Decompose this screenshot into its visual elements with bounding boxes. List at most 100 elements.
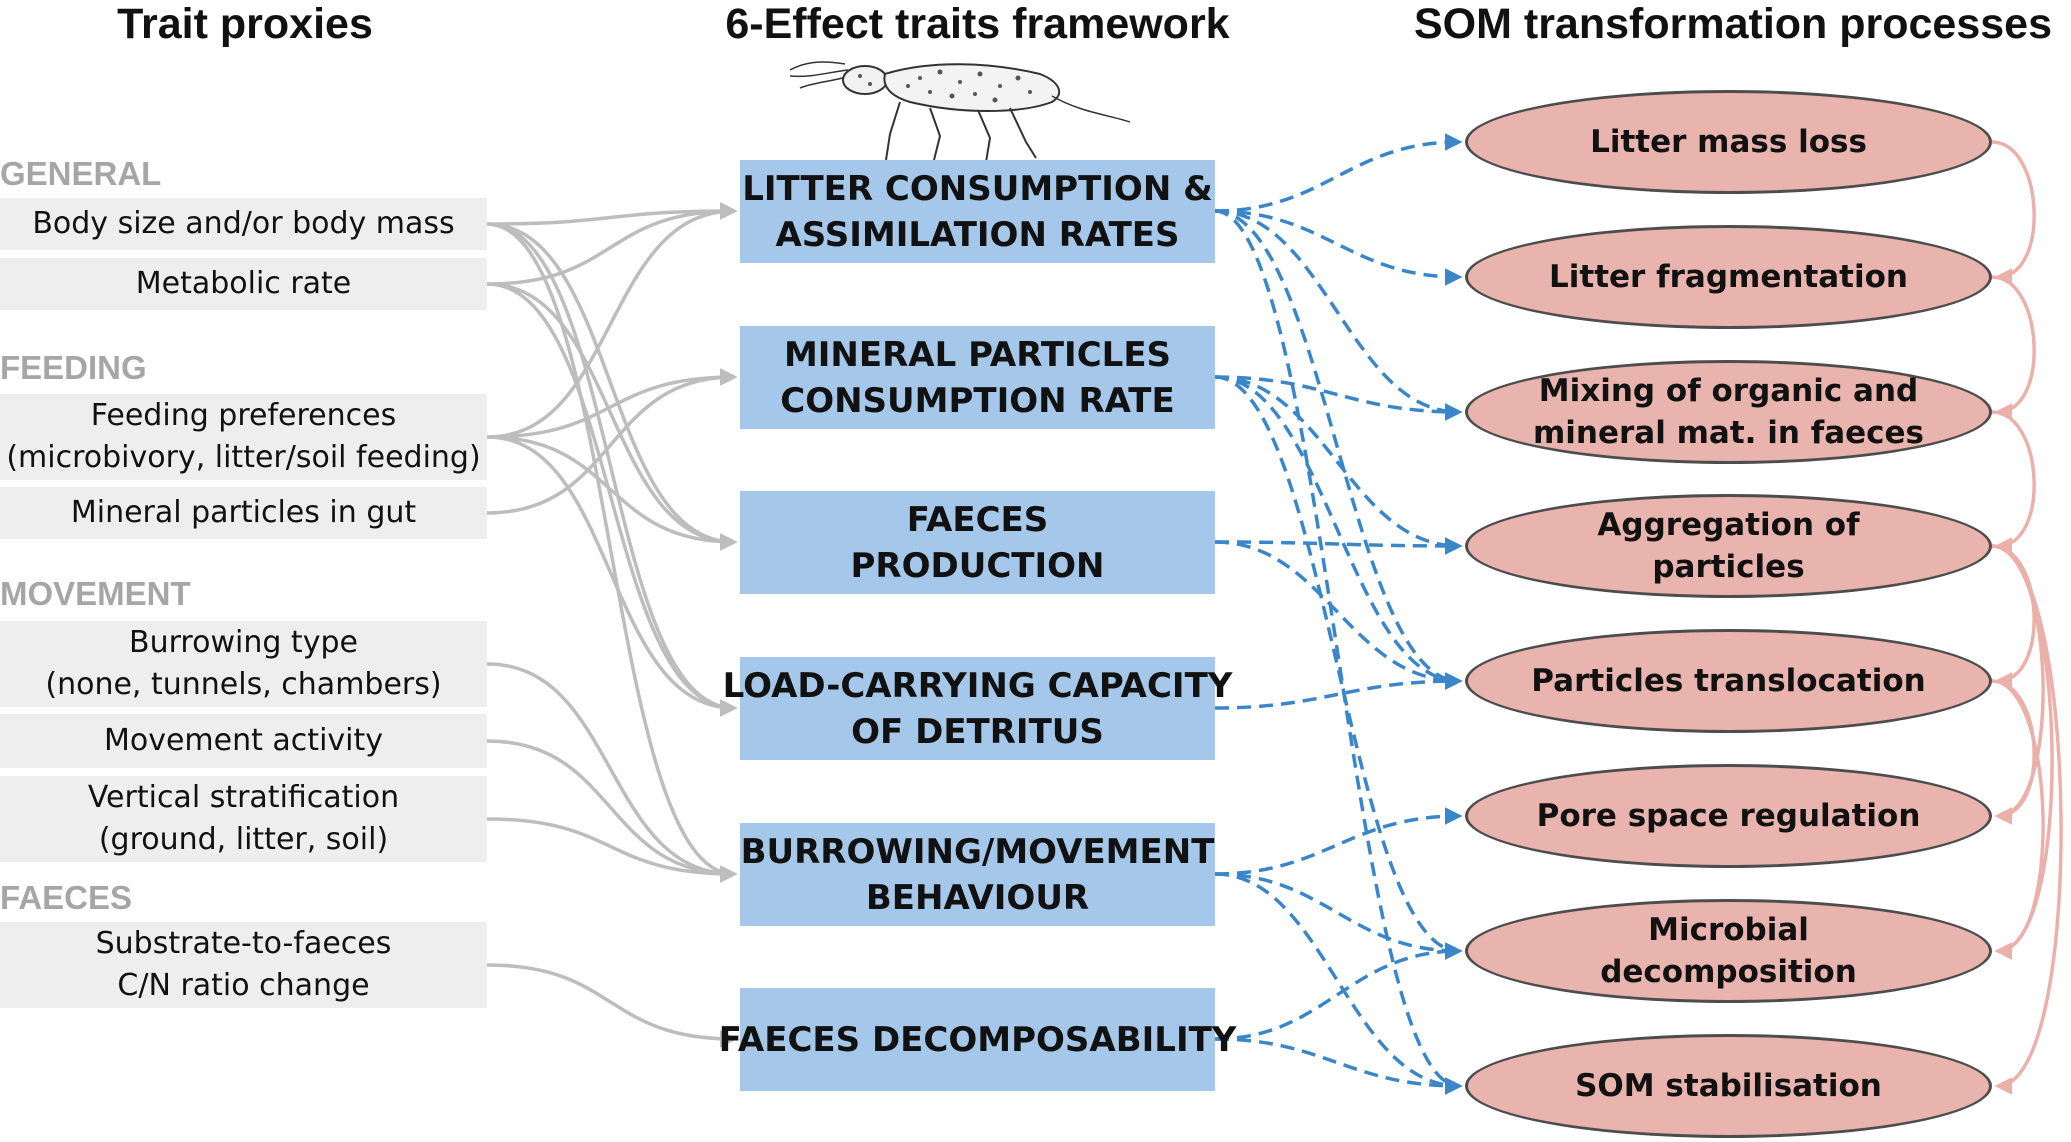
process-process-link — [1991, 275, 2036, 421]
proxy-burrowing-type: Burrowing type (none, tunnels, chambers) — [0, 621, 487, 707]
proxy-mineral-particles-gut: Mineral particles in gut — [0, 487, 487, 539]
proxy-effect-link — [486, 368, 738, 439]
proxy-effect-link — [486, 222, 738, 551]
effect-process-link — [1214, 1037, 1463, 1095]
proxy-effect-link — [486, 202, 738, 286]
effect-label: BEHAVIOUR — [865, 877, 1090, 918]
process-label: particles — [1652, 549, 1805, 585]
process-mixing-organic-mineral: Mixing of organic and mineral mat. in fa… — [1465, 360, 1992, 464]
effect-label: CONSUMPTION RATE — [780, 380, 1175, 421]
header-trait-proxies: Trait proxies — [117, 0, 373, 48]
proxy-feeding-preferences: Feeding preferences(microbivory, litter/… — [0, 394, 487, 480]
process-label: Pore space regulation — [1536, 798, 1921, 834]
springtail-illustration — [790, 61, 1131, 162]
proxy-label: Body size and/or body mass — [32, 206, 455, 241]
proxy-vertical-stratification: Vertical stratification (ground, litter, … — [0, 776, 487, 862]
effect-process-link — [1214, 209, 1463, 1095]
process-label: mineral mat. in faeces — [1532, 415, 1925, 451]
proxy-effect-link — [486, 435, 738, 551]
effect-process-link — [1214, 537, 1463, 555]
effect-process-link — [1214, 133, 1463, 213]
proxy-label: Vertical stratification — [87, 780, 400, 815]
effect-label: LOAD-CARRYING CAPACITY — [722, 665, 1233, 706]
proxy-effect-link — [486, 662, 738, 883]
effect-process-link — [1214, 672, 1463, 710]
effect-process-link — [1214, 807, 1463, 876]
effect-label: BURROWING/MOVEMENT — [740, 831, 1215, 872]
proxy-effect-link — [486, 435, 738, 717]
header-som-processes: SOM transformation processes — [1413, 0, 2052, 48]
effect-label: ASSIMILATION RATES — [775, 214, 1180, 255]
process-process-link — [1991, 679, 2045, 960]
effect-process-link — [1214, 375, 1463, 690]
proxy-sublabel: (ground, litter, soil) — [98, 822, 389, 857]
process-particles-translocation: Particles translocation — [1465, 629, 1992, 733]
effect-label: MINERAL PARTICLES — [783, 334, 1172, 375]
effect-faeces-decomposability: FAECES DECOMPOSABILITY — [719, 988, 1236, 1091]
category-feeding: FEEDING — [0, 349, 147, 386]
process-process-link — [1991, 544, 2054, 960]
effect-load-carrying-capacity: LOAD-CARRYING CAPACITY OF DETRITUS — [723, 657, 1232, 760]
proxy-label: Burrowing type — [129, 625, 358, 660]
effect-label: LITTER CONSUMPTION & — [742, 168, 1213, 209]
proxy-label: Substrate-to-faeces — [95, 926, 392, 961]
effect-process-link — [1214, 209, 1463, 690]
process-label: Litter fragmentation — [1549, 259, 1908, 295]
process-label: Litter mass loss — [1590, 124, 1867, 160]
process-litter-mass-loss: Litter mass loss — [1465, 90, 1992, 194]
proxy-label: Feeding preferences — [90, 398, 397, 433]
process-process-link — [1991, 544, 2063, 1095]
process-process-link — [1991, 140, 2036, 286]
proxy-effect-link — [486, 202, 738, 439]
proxy-label: Movement activity — [103, 723, 384, 758]
proxy-effect-link — [486, 739, 738, 883]
effect-label: FAECES DECOMPOSABILITY — [718, 1019, 1237, 1060]
process-label: decomposition — [1600, 954, 1857, 990]
effect-process-link — [1214, 540, 1463, 690]
process-label: Microbial — [1648, 912, 1809, 948]
effect-process-link — [1214, 872, 1463, 1095]
effect-process-link — [1214, 375, 1463, 421]
process-process-link — [1991, 679, 2036, 825]
proxy-effect-link — [486, 222, 738, 883]
effect-litter-consumption: LITTER CONSUMPTION & ASSIMILATION RATES — [740, 160, 1215, 263]
process-litter-fragmentation: Litter fragmentation — [1465, 225, 1992, 329]
effect-process-link — [1214, 375, 1463, 555]
proxy-effect-link — [486, 222, 738, 717]
proxy-effect-link — [486, 963, 738, 1048]
process-label: SOM stabilisation — [1575, 1068, 1882, 1104]
process-label: Aggregation of — [1597, 507, 1860, 543]
proxy-label: Metabolic rate — [135, 266, 352, 301]
effect-process-link — [1214, 209, 1463, 421]
effect-faeces-production: FAECES PRODUCTION — [740, 491, 1215, 594]
process-som-stabilisation: SOM stabilisation — [1465, 1034, 1992, 1138]
effect-label: OF DETRITUS — [851, 711, 1104, 752]
proxy-effect-link — [486, 202, 738, 226]
proxy-movement-activity: Movement activity — [0, 714, 487, 768]
effect-process-link — [1214, 942, 1463, 1041]
effect-process-link — [1214, 872, 1463, 960]
proxy-sublabel: (none, tunnels, chambers) — [45, 667, 442, 702]
proxy-label: Mineral particles in gut — [70, 495, 417, 530]
header-effect-traits: 6-Effect traits framework — [725, 0, 1230, 48]
process-process-link — [1991, 410, 2036, 555]
category-movement: MOVEMENT — [0, 575, 191, 612]
effect-burrowing-behaviour: BURROWING/MOVEMENT BEHAVIOUR — [740, 823, 1215, 926]
proxy-effect-link — [486, 368, 738, 515]
process-microbial-decomposition: Microbial decomposition — [1465, 899, 1992, 1003]
proxy-effect-link — [486, 282, 738, 717]
process-process-link — [1991, 544, 2036, 690]
category-general: GENERAL — [0, 155, 162, 192]
effect-label: PRODUCTION — [850, 545, 1105, 586]
effect-label: FAECES — [906, 499, 1049, 540]
proxy-effect-link — [486, 817, 738, 883]
proxy-sublabel: C/N ratio change — [117, 968, 370, 1003]
process-pore-space-regulation: Pore space regulation — [1465, 764, 1992, 868]
process-aggregation: Aggregation of particles — [1465, 494, 1992, 598]
process-label: Particles translocation — [1531, 663, 1926, 699]
category-faeces: FAECES — [0, 879, 133, 916]
effect-mineral-particles-consumption: MINERAL PARTICLES CONSUMPTION RATE — [740, 326, 1215, 429]
